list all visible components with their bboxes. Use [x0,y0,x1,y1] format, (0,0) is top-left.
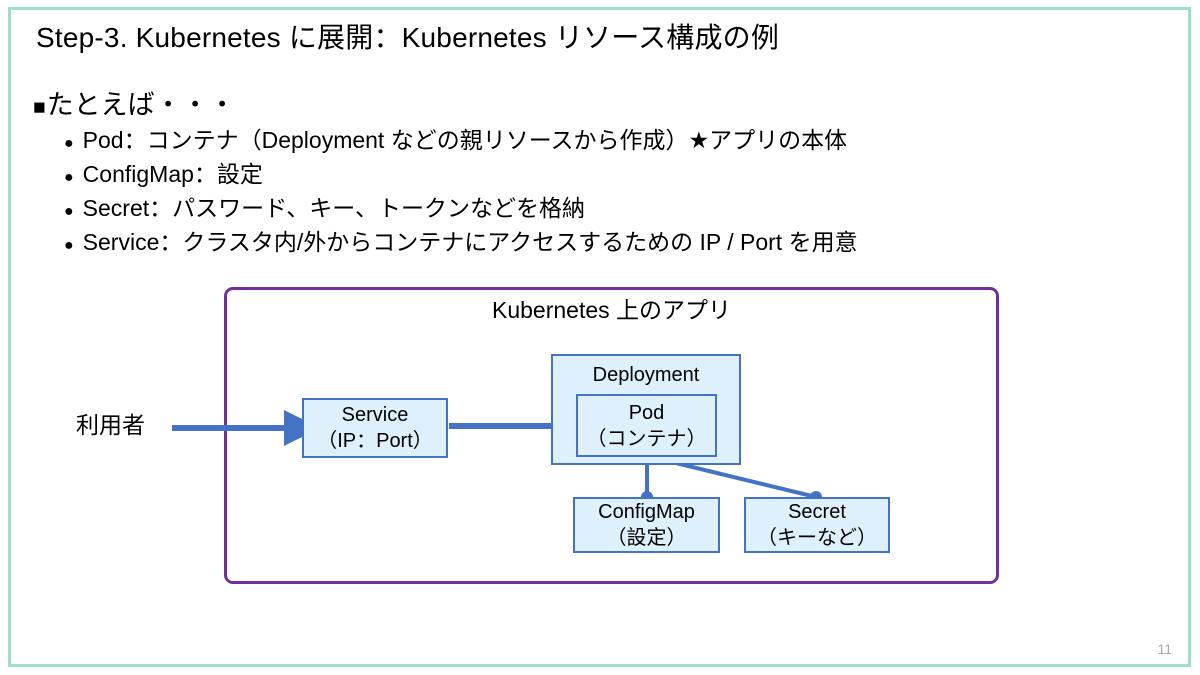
node-pod: Pod （コンテナ） [576,394,717,457]
node-service-title: Service [341,404,409,426]
node-service: Service （IP：Port） [302,398,448,458]
node-pod-subtitle: （コンテナ） [586,427,707,450]
node-deployment-title: Deployment [592,364,700,386]
list-item-label: ConfigMap：設定 [82,161,263,187]
node-secret-title: Secret [788,501,846,523]
list-item-label: Service：クラスタ内/外からコンテナにアクセスするための IP / Por… [82,229,858,255]
list-item: ● ConfigMap：設定 [33,159,1033,193]
list-item: ● Pod：コンテナ（Deployment などの親リソースから作成）★アプリの… [33,125,1033,159]
square-bullet-icon: ■ [33,96,46,119]
list-item: ● Service：クラスタ内/外からコンテナにアクセスするための IP / P… [33,227,1033,261]
disc-bullet-icon: ● [64,135,74,152]
node-secret: Secret （キーなど） [744,497,890,553]
bullet-heading: ■ たとえば・・・ [33,88,1033,125]
node-service-subtitle: （IP：Port） [317,430,433,452]
node-configmap-subtitle: （設定） [606,527,687,549]
node-secret-subtitle: （キーなど） [757,527,877,549]
disc-bullet-icon: ● [64,203,74,220]
page-number: 11 [1157,641,1172,657]
user-label: 利用者 [76,412,145,438]
node-pod-title: Pod [628,401,665,424]
bullet-list: ■ たとえば・・・ ● Pod：コンテナ（Deployment などの親リソース… [33,88,1033,261]
node-configmap: ConfigMap （設定） [573,497,720,553]
kubernetes-app-boundary-title: Kubernetes 上のアプリ [491,297,732,323]
disc-bullet-icon: ● [64,169,74,186]
kubernetes-app-boundary [224,287,999,584]
bullet-heading-label: たとえば・・・ [46,90,236,120]
disc-bullet-icon: ● [64,237,74,254]
node-configmap-title: ConfigMap [598,501,695,523]
list-item-label: Pod：コンテナ（Deployment などの親リソースから作成）★アプリの本体 [82,127,848,153]
page-title: Step-3. Kubernetes に展開：Kubernetes リソース構成… [36,22,780,53]
list-item: ● Secret：パスワード、キー、トークンなどを格納 [33,193,1033,227]
list-item-label: Secret：パスワード、キー、トークンなどを格納 [82,195,585,221]
